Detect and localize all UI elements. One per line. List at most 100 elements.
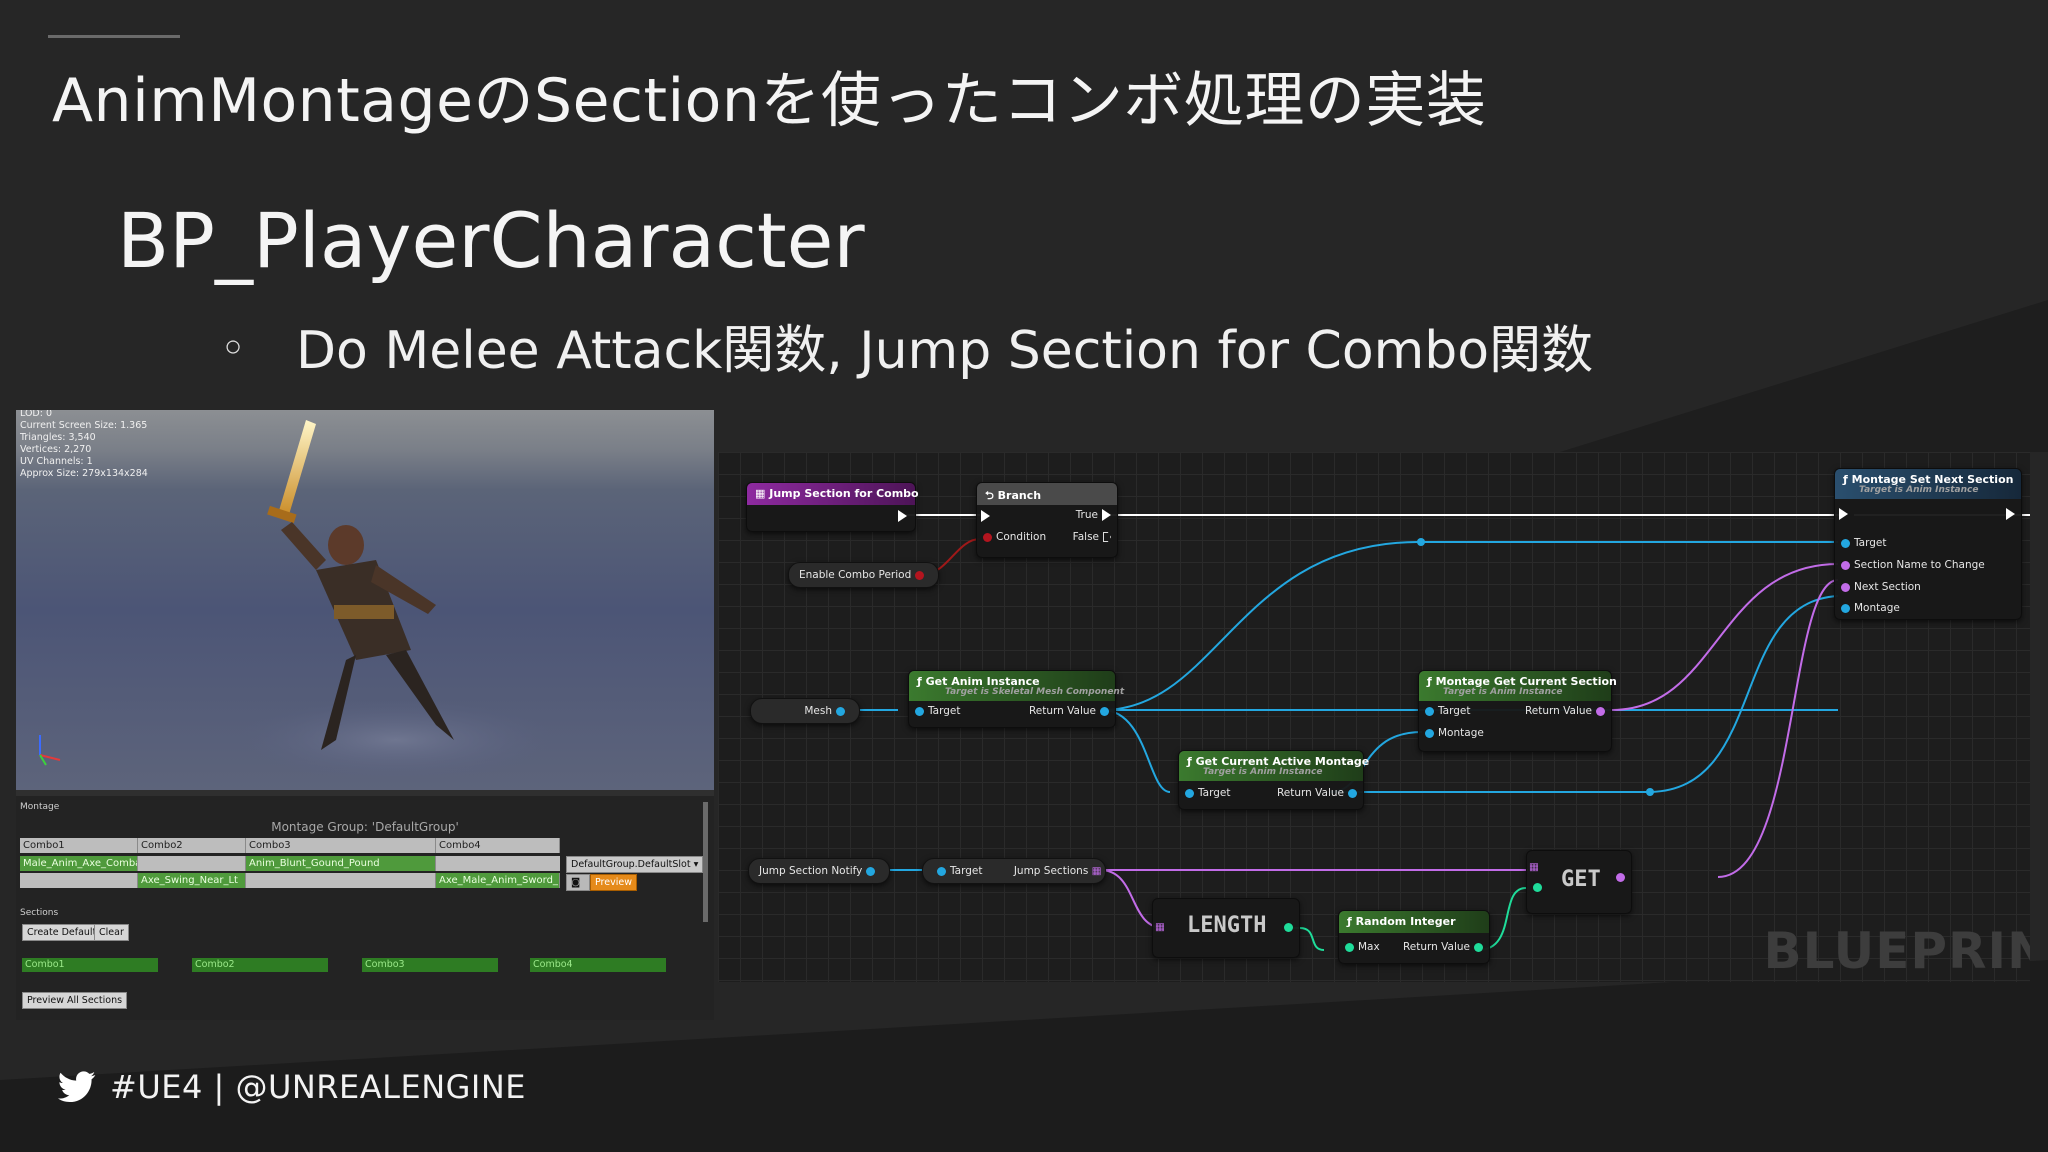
- array-in-pin[interactable]: ▦: [1529, 861, 1539, 873]
- anim-gap: [20, 873, 138, 888]
- montage-panel: Montage Montage Group: 'DefaultGroup' Co…: [16, 796, 714, 1020]
- section-bar[interactable]: Combo3: [362, 958, 498, 972]
- array-icon: ▦: [1155, 921, 1165, 933]
- branch-node[interactable]: ⮌ Branch True Condition False: [976, 482, 1118, 558]
- slot-value: DefaultGroup.DefaultSlot: [571, 859, 691, 870]
- return-label: Return Value: [1402, 941, 1470, 953]
- anim-segment[interactable]: Axe_Male_Anim_Sword_: [436, 873, 560, 888]
- section-bar[interactable]: Combo4: [530, 958, 666, 972]
- get-section-title-text: Montage Get Current Section: [1435, 675, 1617, 688]
- target-pin[interactable]: Target: [1181, 787, 1230, 799]
- clear-button[interactable]: Clear: [94, 924, 129, 941]
- footer-text: #UE4 | @UNREALENGINE: [110, 1068, 527, 1106]
- get-montage-subtitle: Target is Anim Instance: [1203, 767, 1323, 777]
- enable-combo-period-variable[interactable]: Enable Combo Period: [788, 562, 940, 588]
- character-model: [39, 420, 556, 780]
- exec-in-pin[interactable]: [1835, 508, 1852, 520]
- jump-sections-getter[interactable]: Target Jump Sections ▦: [922, 858, 1106, 884]
- return-value-pin[interactable]: Return Value: [1277, 787, 1361, 799]
- random-integer-node[interactable]: ƒ Random Integer Max Return Value: [1338, 910, 1490, 964]
- function-icon: ƒ: [1347, 915, 1352, 928]
- mesh-variable[interactable]: Mesh: [750, 698, 860, 724]
- montage-group-title: Montage Group: 'DefaultGroup': [271, 820, 459, 834]
- footer: #UE4 | @UNREALENGINE: [58, 1068, 526, 1106]
- anim-track-2[interactable]: Axe_Swing_Near_Lt Axe_Male_Anim_Sword_: [20, 873, 560, 888]
- preview-button[interactable]: Preview: [590, 874, 637, 891]
- return-label: Return Value: [1524, 705, 1592, 717]
- sections-track[interactable]: Combo1 Combo2 Combo3 Combo4: [20, 838, 560, 853]
- false-pin[interactable]: False: [1073, 531, 1115, 543]
- section-cell[interactable]: Combo4: [436, 838, 560, 853]
- montage-header: Montage: [20, 802, 60, 812]
- length-out-pin[interactable]: [1280, 921, 1297, 933]
- array-icon: ▦: [1091, 865, 1102, 877]
- bullet-text: Do Melee Attack関数, Jump Section for Comb…: [296, 321, 1594, 381]
- array-in-pin[interactable]: ▦: [1155, 921, 1165, 933]
- montage-get-current-section-node[interactable]: ƒ Montage Get Current Section Target is …: [1418, 670, 1617, 752]
- anim-segment[interactable]: Male_Anim_Axe_Combat: [20, 856, 138, 871]
- condition-label: Condition: [996, 531, 1047, 543]
- return-label: Return Value: [1276, 787, 1344, 799]
- target-pin[interactable]: Target: [911, 705, 960, 717]
- montage-pin[interactable]: Montage: [1421, 727, 1484, 739]
- slot-dropdown[interactable]: DefaultGroup.DefaultSlot ▾: [566, 856, 704, 873]
- array-get-node[interactable]: ▦ GET: [1526, 850, 1632, 914]
- event-title-text: Jump Section for Combo: [769, 487, 919, 500]
- anim-track-1[interactable]: Male_Anim_Axe_Combat Anim_Blunt_Gound_Po…: [20, 856, 560, 871]
- length-node[interactable]: ▦ LENGTH: [1152, 898, 1300, 958]
- section-name-pin[interactable]: Section Name to Change: [1837, 559, 1985, 571]
- montage-set-next-section-node[interactable]: ƒ Montage Set Next Section Target is Ani…: [1834, 468, 2022, 620]
- create-default-button[interactable]: Create Default: [22, 924, 102, 941]
- section-bar[interactable]: Combo2: [192, 958, 328, 972]
- exec-out-pin[interactable]: [2002, 508, 2019, 520]
- random-title-text: Random Integer: [1355, 915, 1456, 928]
- stat-line: Current Screen Size: 1.365: [20, 420, 148, 431]
- montage-label: Montage: [1854, 602, 1900, 614]
- jump-section-notify-variable[interactable]: Jump Section Notify: [748, 858, 891, 884]
- target-label: Target: [1854, 537, 1887, 549]
- preview-all-sections-button[interactable]: Preview All Sections: [22, 992, 128, 1009]
- target-pin[interactable]: Target: [1837, 537, 1886, 549]
- slide-subtitle: BP_PlayerCharacter: [117, 196, 865, 285]
- anim-segment[interactable]: Anim_Blunt_Gound_Pound: [246, 856, 436, 871]
- return-label: Return Value: [1028, 705, 1096, 717]
- get-anim-instance-node[interactable]: ƒ Get Anim Instance Target is Skeletal M…: [908, 670, 1124, 728]
- target-label: Target: [1438, 705, 1471, 717]
- get-out-pin[interactable]: [1612, 871, 1629, 883]
- target-label: Target: [950, 865, 983, 877]
- next-section-label: Next Section: [1854, 581, 1921, 593]
- section-cell[interactable]: Combo1: [20, 838, 138, 853]
- panel-scrollbar[interactable]: [703, 802, 708, 922]
- blueprint-graph[interactable]: ▦ Jump Section for Combo ⮌ Branch True C…: [718, 452, 2030, 982]
- get-current-active-montage-node[interactable]: ƒ Get Current Active Montage Target is A…: [1178, 750, 1369, 810]
- section-bar[interactable]: Combo1: [22, 958, 158, 972]
- preview-viewport[interactable]: LOD: 0 Current Screen Size: 1.365 Triang…: [16, 410, 714, 790]
- montage-label: Montage: [1438, 727, 1484, 739]
- true-pin[interactable]: True: [1076, 509, 1115, 521]
- section-cell[interactable]: Combo2: [138, 838, 246, 853]
- target-pin[interactable]: Target: [1421, 705, 1470, 717]
- return-value-pin[interactable]: Return Value: [1029, 705, 1113, 717]
- get-anim-title-text: Get Anim Instance: [925, 675, 1040, 688]
- index-pin[interactable]: [1529, 881, 1546, 893]
- max-pin[interactable]: Max: [1341, 941, 1380, 953]
- return-value-pin[interactable]: Return Value: [1525, 705, 1609, 717]
- anim-segment[interactable]: Axe_Swing_Near_Lt: [138, 873, 246, 888]
- event-node-jump-section-for-combo[interactable]: ▦ Jump Section for Combo: [746, 482, 919, 532]
- exec-out-pin[interactable]: [894, 510, 911, 522]
- blueprint-watermark: BLUEPRIN: [1763, 922, 2030, 980]
- mesh-label: Mesh: [804, 705, 832, 717]
- exec-in-pin[interactable]: [977, 510, 994, 522]
- twitter-icon: [58, 1071, 96, 1103]
- section-cell[interactable]: Combo3: [246, 838, 436, 853]
- preview-icon[interactable]: ◙: [566, 874, 590, 891]
- montage-pin[interactable]: Montage: [1837, 602, 1900, 614]
- title-rule: [48, 35, 180, 38]
- return-value-pin[interactable]: Return Value: [1403, 941, 1487, 953]
- condition-pin[interactable]: Condition: [979, 531, 1046, 543]
- event-icon: ▦: [755, 487, 766, 500]
- anim-montage-editor: LOD: 0 Current Screen Size: 1.365 Triang…: [16, 410, 714, 1020]
- next-section-pin[interactable]: Next Section: [1837, 581, 1921, 593]
- stat-line: UV Channels: 1: [20, 456, 93, 467]
- true-label: True: [1075, 509, 1098, 521]
